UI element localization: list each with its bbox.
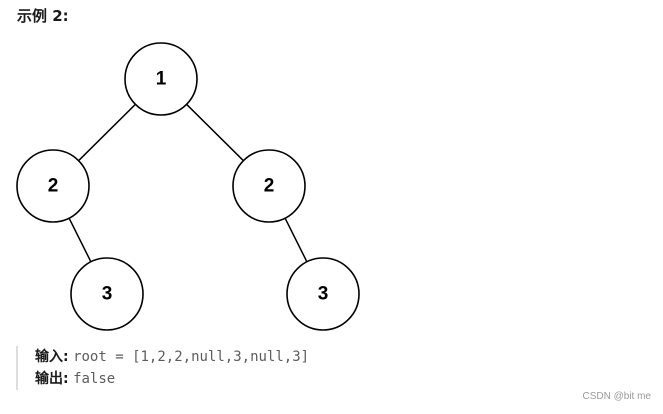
tree-node-root: 1 (124, 42, 198, 116)
tree-edge-root-to-left (78, 103, 136, 162)
tree-node-left: 2 (16, 149, 90, 223)
watermark: CSDN @bit me (582, 391, 652, 402)
tree-node-label: 2 (264, 176, 275, 197)
input-label: 输入: (35, 349, 69, 365)
tree-node-circle (70, 257, 144, 331)
tree-node-circle (232, 149, 306, 223)
output-value: false (73, 371, 116, 387)
tree-node-label: 1 (156, 69, 167, 90)
tree-node-label: 3 (318, 284, 329, 305)
tree-edge-left-to-left-right (68, 217, 92, 263)
example-heading: 示例 2: (17, 7, 69, 25)
output-label: 输出: (35, 371, 69, 387)
tree-node-label: 3 (102, 284, 113, 305)
tree-node-circle (286, 257, 360, 331)
tree-node-label: 2 (48, 176, 59, 197)
tree-node-right: 2 (232, 149, 306, 223)
input-value: root = [1,2,2,null,3,null,3] (73, 349, 310, 365)
tree-node-circle (16, 149, 90, 223)
input-line: 输入: root = [1,2,2,null,3,null,3] (35, 346, 309, 368)
tree-node-right-right: 3 (286, 257, 360, 331)
tree-edge-root-to-right (186, 103, 244, 162)
example-block: 输入: root = [1,2,2,null,3,null,3] 输出: fal… (16, 346, 309, 390)
output-line: 输出: false (35, 368, 309, 390)
tree-node-circle (124, 42, 198, 116)
binary-tree-diagram: 1 2 2 3 3 (16, 42, 360, 331)
tree-edge-right-to-right-right (284, 217, 308, 263)
tree-node-left-right: 3 (70, 257, 144, 331)
